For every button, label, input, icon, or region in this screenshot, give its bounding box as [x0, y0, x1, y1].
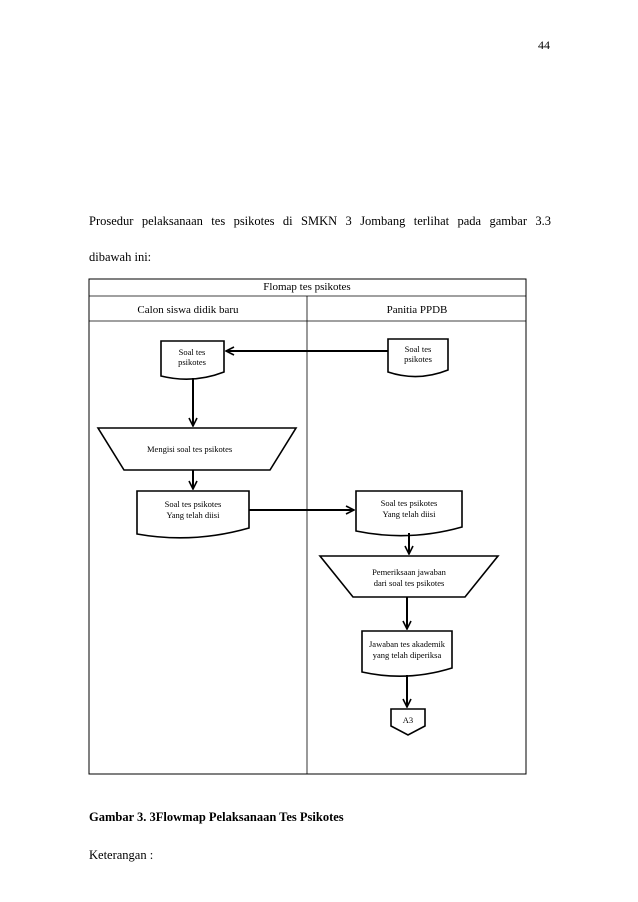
lane-header-panitia-ppdb: Panitia PPDB: [387, 304, 448, 316]
page-number: 44: [538, 38, 550, 52]
document-calon-soal-diisi-line-2: Yang telah diisi: [167, 510, 221, 520]
document-ppdb-soal: [387, 338, 449, 378]
document-calon-soal-diisi: [136, 490, 250, 539]
connector-a3: [390, 708, 426, 736]
document-ppdb-soal-diisi-line-1: Soal tes psikotes: [381, 498, 438, 508]
process-mengisi-soal-label: Mengisi soal tes psikotes: [147, 444, 232, 454]
paragraph-line-1: Prosedur pelaksanaan tes psikotes di SMK…: [89, 214, 551, 228]
document-ppdb-soal-diisi-line-2: Yang telah diisi: [383, 509, 437, 519]
connector-a3-label: A3: [403, 715, 413, 725]
document-jawaban-line-1: Jawaban tes akademik: [369, 639, 446, 649]
process-pemeriksaan-line-1: Pemeriksaan jawaban: [372, 567, 447, 577]
document-jawaban-line-2: yang telah diperiksa: [373, 650, 442, 660]
flowmap-frame: [88, 278, 527, 775]
figure-caption: Gambar 3. 3Flowmap Pelaksanaan Tes Psiko…: [89, 810, 344, 824]
document-calon-soal-diisi-line-1: Soal tes psikotes: [165, 499, 222, 509]
document-ppdb-soal-diisi: [355, 490, 463, 537]
flowmap-title: Flomap tes psikotes: [263, 281, 350, 293]
document-calon-soal: [160, 340, 225, 380]
lane-header-calon-siswa: Calon siswa didik baru: [137, 304, 239, 316]
process-pemeriksaan-line-2: dari soal tes psikotes: [374, 578, 445, 588]
keterangan-label: Keterangan :: [89, 848, 154, 862]
paragraph-line-2: dibawah ini:: [89, 250, 152, 264]
document-ppdb-soal-line-1: Soal tes: [405, 344, 432, 354]
document-jawaban-diperiksa: [361, 630, 453, 677]
document-calon-soal-line-1: Soal tes: [179, 347, 206, 357]
document-calon-soal-line-2: psikotes: [178, 357, 206, 367]
process-pemeriksaan-jawaban: [318, 555, 500, 598]
document-ppdb-soal-line-2: psikotes: [404, 354, 432, 364]
process-mengisi-soal: [96, 427, 298, 471]
